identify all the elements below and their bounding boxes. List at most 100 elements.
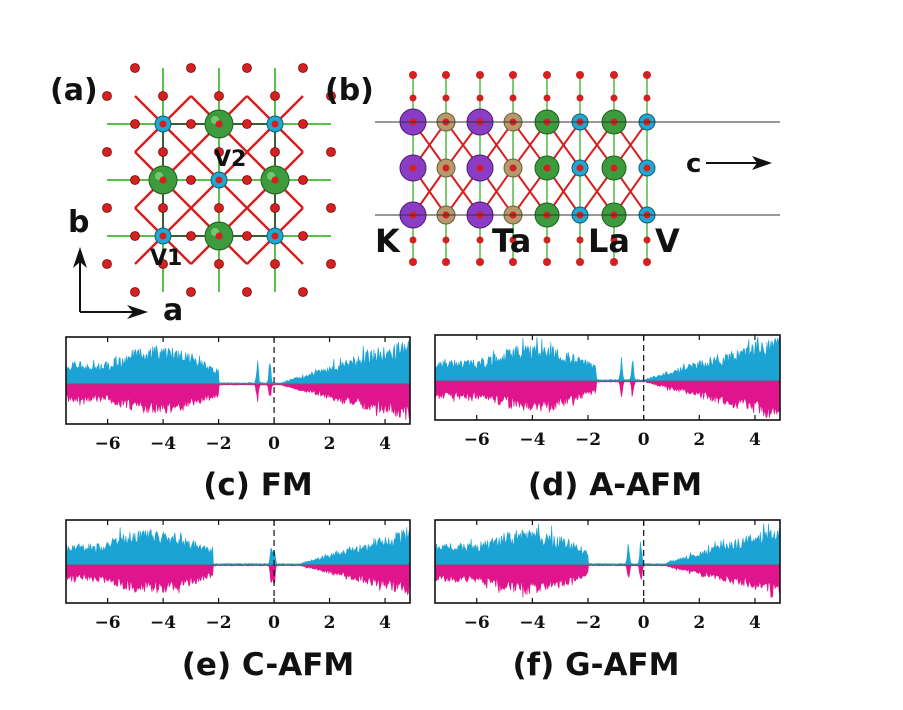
dos-panel-frame bbox=[434, 334, 781, 421]
oxygen-atom bbox=[298, 231, 308, 241]
b-axis-label: b bbox=[68, 205, 89, 240]
x-tick-label: −2 bbox=[206, 434, 232, 454]
element-label-la: La bbox=[588, 222, 630, 260]
oxygen-atom bbox=[509, 94, 517, 102]
c-axis-label: c bbox=[686, 149, 701, 179]
oxygen-atom bbox=[476, 236, 484, 244]
oxygen-atom bbox=[102, 91, 112, 101]
oxygen-atom bbox=[298, 175, 308, 185]
oxygen-atom bbox=[186, 287, 196, 297]
oxygen-atom bbox=[270, 259, 280, 269]
oxygen-atom bbox=[186, 231, 196, 241]
oxygen-atom bbox=[298, 63, 308, 73]
spin-down-dos-area bbox=[65, 383, 411, 421]
x-tick-label: 2 bbox=[693, 430, 705, 450]
x-tick-label: −4 bbox=[150, 613, 176, 633]
x-tick-label: −6 bbox=[464, 430, 490, 450]
x-tick-label: −4 bbox=[519, 430, 545, 450]
oxygen-atom bbox=[409, 236, 417, 244]
oxygen-atom bbox=[214, 203, 224, 213]
oxygen-atom bbox=[610, 71, 618, 79]
oxygen-atom bbox=[298, 119, 308, 129]
oxygen-atom bbox=[215, 232, 223, 240]
oxygen-atom bbox=[442, 164, 450, 172]
element-label-v: V bbox=[655, 222, 680, 260]
x-tick-label: 4 bbox=[749, 613, 761, 633]
x-tick-label: 0 bbox=[638, 613, 650, 633]
x-tick-label: 0 bbox=[638, 430, 650, 450]
oxygen-atom bbox=[326, 91, 336, 101]
oxygen-atom bbox=[159, 176, 167, 184]
element-label-k: K bbox=[375, 222, 401, 260]
oxygen-atom bbox=[242, 175, 252, 185]
oxygen-atom bbox=[476, 164, 484, 172]
oxygen-atom bbox=[158, 203, 168, 213]
panel-caption: (d) A-AFM bbox=[528, 467, 702, 503]
oxygen-atom bbox=[543, 164, 551, 172]
oxygen-atom bbox=[576, 258, 584, 266]
oxygen-atom bbox=[409, 71, 417, 79]
x-tick-label: 2 bbox=[324, 613, 336, 633]
oxygen-atom bbox=[509, 258, 517, 266]
oxygen-atom bbox=[214, 259, 224, 269]
oxygen-atom bbox=[214, 147, 224, 157]
oxygen-atom bbox=[509, 164, 517, 172]
dos-panel-frame bbox=[434, 519, 781, 604]
oxygen-atom bbox=[476, 71, 484, 79]
oxygen-atom bbox=[576, 236, 584, 244]
spin-up-dos-area bbox=[65, 339, 411, 385]
oxygen-atom bbox=[242, 287, 252, 297]
element-label-ta: Ta bbox=[492, 222, 531, 260]
oxygen-atom bbox=[158, 147, 168, 157]
x-tick-label: −2 bbox=[575, 613, 601, 633]
spin-up-dos-area bbox=[65, 527, 411, 566]
x-tick-label: 4 bbox=[749, 430, 761, 450]
a-axis-arrowhead bbox=[127, 305, 148, 319]
spin-down-dos-area bbox=[65, 564, 411, 596]
oxygen-atom bbox=[158, 259, 168, 269]
oxygen-atom bbox=[102, 147, 112, 157]
oxygen-atom bbox=[442, 71, 450, 79]
spin-down-dos-area bbox=[434, 380, 781, 419]
oxygen-atom bbox=[326, 259, 336, 269]
oxygen-atom bbox=[409, 94, 417, 102]
oxygen-atom bbox=[643, 94, 651, 102]
site-label-v2: V2 bbox=[214, 147, 246, 172]
oxygen-atom bbox=[543, 71, 551, 79]
oxygen-atom bbox=[543, 94, 551, 102]
c-axis: c bbox=[686, 149, 772, 179]
oxygen-atom bbox=[130, 175, 140, 185]
dos-panel-frame bbox=[65, 336, 411, 425]
oxygen-atom bbox=[576, 94, 584, 102]
oxygen-atom bbox=[159, 232, 167, 240]
oxygen-atom bbox=[271, 120, 279, 128]
oxygen-atom bbox=[215, 176, 223, 184]
oxygen-atom bbox=[102, 259, 112, 269]
a-axis-label: a bbox=[163, 293, 183, 328]
x-tick-label: 2 bbox=[693, 613, 705, 633]
structure-a-top-view bbox=[102, 63, 336, 297]
oxygen-atom bbox=[102, 203, 112, 213]
oxygen-atom bbox=[509, 71, 517, 79]
oxygen-atom bbox=[186, 119, 196, 129]
spin-down-dos-area bbox=[434, 564, 781, 599]
panel-caption: (e) C-AFM bbox=[182, 647, 355, 683]
oxygen-atom bbox=[643, 71, 651, 79]
x-tick-label: −4 bbox=[150, 434, 176, 454]
axes-inset: b a bbox=[68, 205, 183, 328]
x-tick-label: 4 bbox=[379, 613, 391, 633]
oxygen-atom bbox=[186, 175, 196, 185]
c-axis-arrowhead bbox=[752, 156, 772, 170]
dos-panel-frame bbox=[65, 519, 411, 604]
oxygen-atom bbox=[543, 236, 551, 244]
x-tick-label: 0 bbox=[268, 434, 280, 454]
x-tick-label: −2 bbox=[575, 430, 601, 450]
oxygen-atom bbox=[158, 91, 168, 101]
oxygen-atom bbox=[509, 236, 517, 244]
